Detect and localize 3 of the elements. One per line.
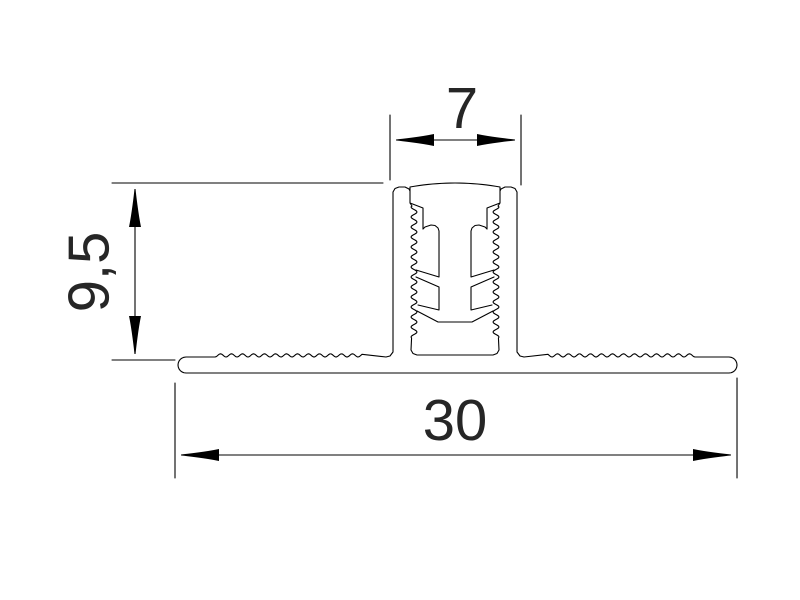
dimension-label: 30: [424, 399, 485, 441]
dimension-label: 9,5: [68, 234, 116, 310]
dimension-label: 7: [448, 88, 476, 128]
